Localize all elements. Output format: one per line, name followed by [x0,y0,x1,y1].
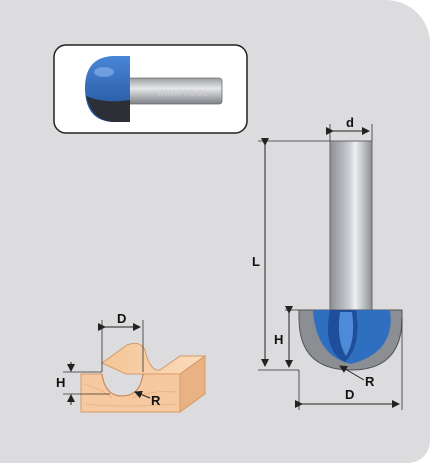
label-length: L [252,254,260,269]
label-wp-radius: R [151,393,161,408]
label-shank-diameter: d [346,115,354,130]
brand-text: KRAFTOOL [158,89,209,98]
label-diameter: D [345,387,354,402]
product-photo: KRAFTOOL [53,44,248,134]
label-wp-height: H [56,375,65,390]
bit-drawing: L H d D R [252,115,403,410]
label-radius: R [365,374,375,389]
workpiece-drawing: D H R [56,311,207,413]
label-height: H [274,332,283,347]
label-wp-diameter: D [117,311,126,326]
